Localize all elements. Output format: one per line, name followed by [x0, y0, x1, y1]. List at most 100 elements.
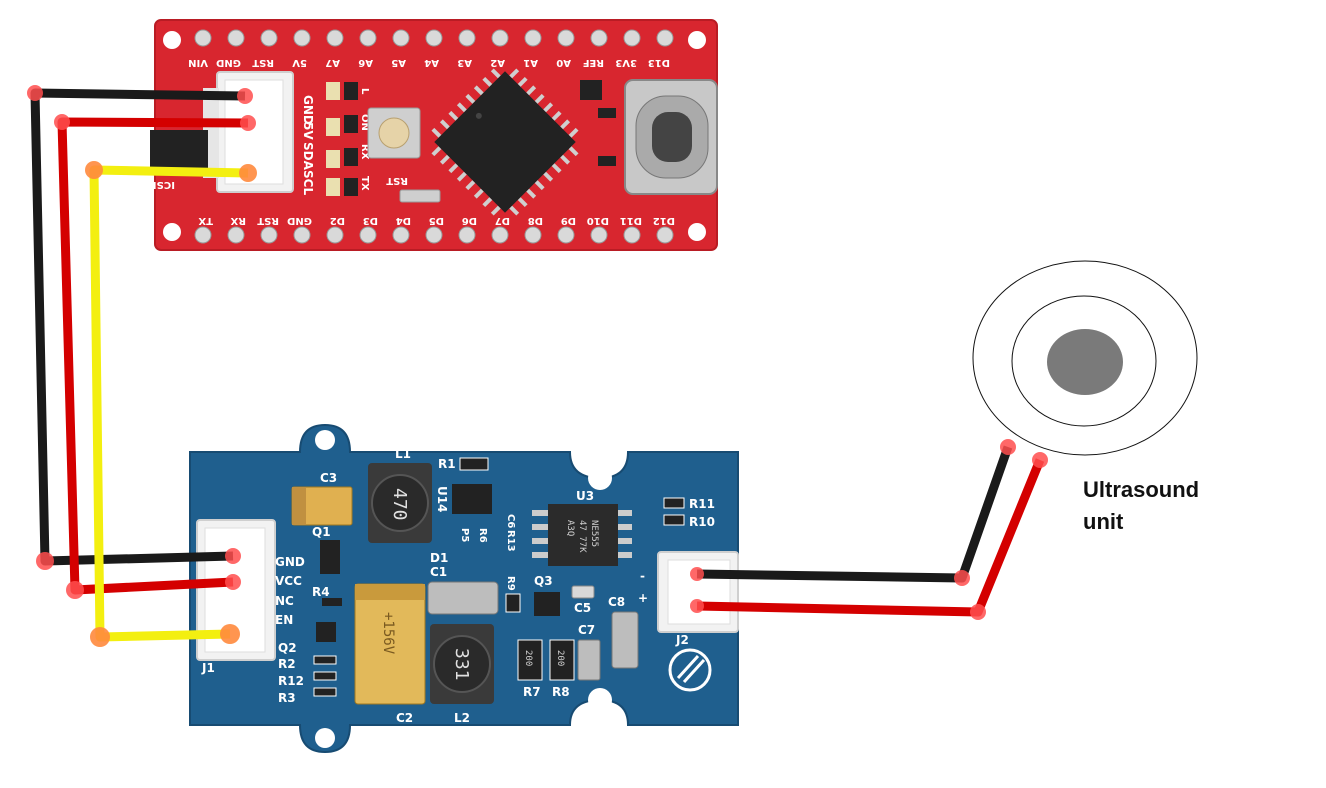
regulator-chip	[580, 80, 602, 100]
c8-label: C8	[608, 595, 625, 609]
top-pin-pad	[491, 29, 509, 47]
top-pin-label: A4	[424, 57, 439, 68]
j2-label: J2	[675, 633, 689, 647]
p5-label: P5	[459, 528, 470, 542]
r2-label: R2	[278, 657, 296, 671]
c2-label: C2	[396, 711, 413, 725]
u14-label: U14	[435, 486, 449, 512]
u3-label: U3	[576, 489, 594, 503]
l1-label: L1	[395, 447, 411, 461]
r8-value: 200	[555, 650, 565, 666]
top-pin-label: 3V3	[615, 57, 637, 68]
top-pin-pad	[392, 29, 410, 47]
top-pin-pad	[590, 29, 608, 47]
mcu-grove-label-5v: 5V	[301, 122, 315, 140]
q3-transistor	[534, 592, 560, 616]
reset-label: RST	[386, 175, 408, 186]
top-pin-pad	[260, 29, 278, 47]
bottom-pin-label: GND	[287, 215, 312, 226]
d1-label: D1	[430, 551, 448, 565]
r7-resistor	[517, 639, 543, 681]
bottom-pin-pad	[260, 226, 278, 244]
usb-c-port	[624, 79, 718, 195]
top-pin-label: D13	[648, 57, 670, 68]
top-pin-label: A7	[325, 57, 340, 68]
top-pin-pad	[293, 29, 311, 47]
top-pin-label: RST	[252, 57, 274, 68]
r2-resistor	[313, 655, 337, 665]
bottom-pin-label: D5	[429, 215, 444, 226]
r10-resistor	[663, 514, 685, 526]
l2-inductor	[430, 624, 494, 704]
top-pin-pad	[557, 29, 575, 47]
c6-label: C6	[505, 514, 516, 528]
c5-label: C5	[574, 601, 591, 615]
ultrasound-transducer	[972, 260, 1198, 456]
led-label-tx: TX	[359, 176, 370, 191]
c1-label: C1	[430, 565, 447, 579]
r11-label: R11	[689, 497, 715, 511]
j1-label-nc: NC	[275, 594, 294, 608]
bottom-pin-pad	[194, 226, 212, 244]
l2-label: L2	[454, 711, 470, 725]
q1-label: Q1	[312, 525, 331, 539]
top-pin-label: A0	[556, 57, 571, 68]
bottom-pin-pad	[425, 226, 443, 244]
c3-label: C3	[320, 471, 337, 485]
top-pin-pad	[524, 29, 542, 47]
led-column	[326, 82, 358, 196]
c2-value: +156V	[380, 612, 396, 655]
r4-label: R4	[312, 585, 330, 599]
r1-label: R1	[438, 457, 456, 471]
bottom-pin-pad	[524, 226, 542, 244]
mcu-grove-label-gnd: GND	[301, 95, 315, 125]
top-pin-pad	[326, 29, 344, 47]
r1-resistor	[459, 457, 489, 471]
bottom-pin-pad	[293, 226, 311, 244]
q3-label: Q3	[534, 574, 553, 588]
q1-transistor	[320, 540, 340, 574]
r9-label: R9	[505, 576, 516, 591]
reset-button	[367, 107, 421, 159]
c2-capacitor	[354, 583, 426, 705]
j1-label-vcc: VCC	[275, 574, 302, 588]
r4-resistor	[322, 598, 342, 606]
smd-resistor	[598, 108, 616, 118]
c7-label: C7	[578, 623, 595, 637]
bottom-pin-label: D7	[495, 215, 510, 226]
top-pin-pad	[194, 29, 212, 47]
top-pin-pad	[227, 29, 245, 47]
wire-black-out	[696, 445, 1013, 583]
led-label-l: L	[359, 88, 370, 95]
q2-transistor	[316, 622, 336, 642]
u3-chip	[532, 504, 632, 566]
icsp-header	[150, 130, 208, 170]
top-pin-label: A3	[457, 57, 472, 68]
grove-logo	[668, 648, 712, 692]
bottom-pin-pad	[227, 226, 245, 244]
top-pin-label: REF	[583, 57, 604, 68]
bottom-pin-pad	[491, 226, 509, 244]
j2-minus: -	[640, 569, 645, 583]
mcu-grove-label-sda: SDA	[301, 142, 315, 171]
u3-marking-3: A3Q	[565, 520, 575, 536]
smd-resistor	[598, 156, 616, 166]
bottom-pin-label: D4	[396, 215, 411, 226]
wire-red-out	[696, 458, 1045, 617]
bottom-pin-label: D10	[587, 215, 609, 226]
c1-capacitor	[427, 581, 499, 615]
bottom-pin-label: TX	[198, 215, 213, 226]
wire-red-vcc	[57, 117, 249, 595]
bottom-pin-pad	[623, 226, 641, 244]
u14-chip	[452, 484, 492, 514]
bottom-pin-label: D9	[561, 215, 576, 226]
bottom-pin-pad	[590, 226, 608, 244]
bottom-pin-label: RST	[257, 215, 279, 226]
top-pin-pad	[623, 29, 641, 47]
bottom-pin-label: D6	[462, 215, 477, 226]
wire-yellow-en	[89, 165, 249, 642]
top-pin-label: A5	[391, 57, 406, 68]
